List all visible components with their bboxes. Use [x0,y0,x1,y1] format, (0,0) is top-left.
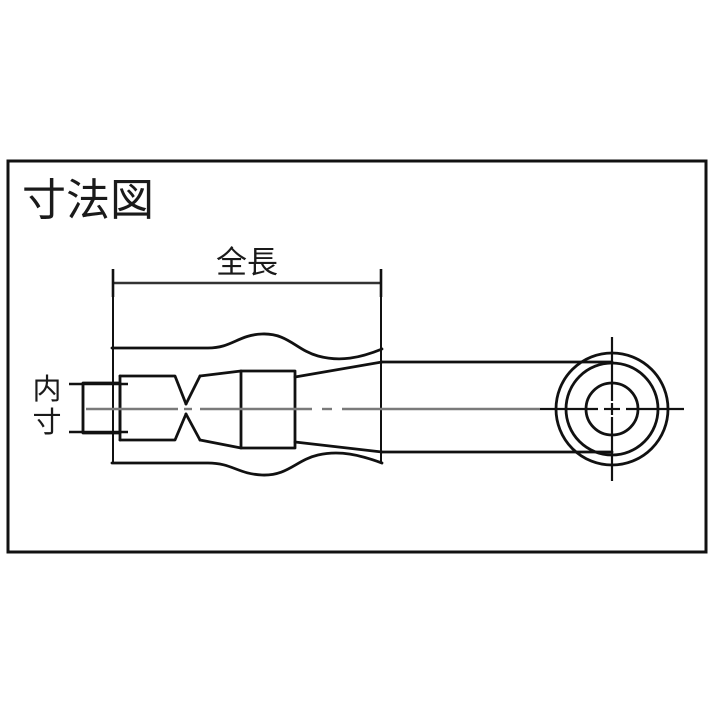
inner-size-label-line2: 寸 [32,405,61,439]
handle-contour-top [110,332,384,361]
drive-body-top-edge [118,374,188,406]
flare-bottom-edge [293,440,384,454]
collar-left-taper-bottom [198,438,243,450]
inner-size-label-line1: 内 [32,372,61,406]
collar-left-taper-top [198,369,243,378]
ring-head-crosshair [540,337,684,481]
waist-neck-top [184,374,202,406]
overall-length-label: 全長 [216,245,278,281]
handle-contour-bottom [110,451,384,477]
figure-title: 寸法図 [22,175,154,226]
flare-top-edge [293,360,384,379]
waist-neck-bottom [184,412,202,442]
drive-body-bottom-edge [118,412,188,442]
